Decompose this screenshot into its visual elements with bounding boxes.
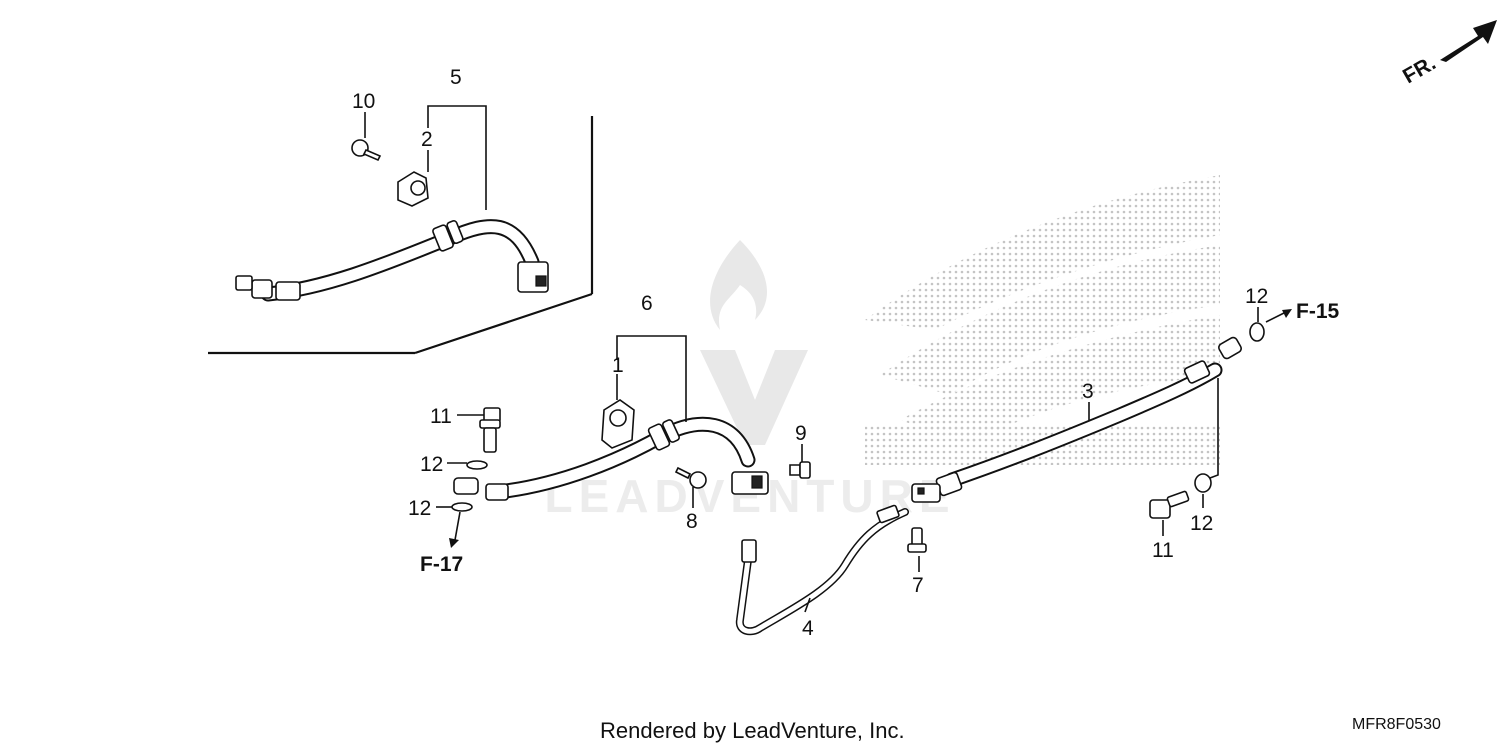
render-credit: Rendered by LeadVenture, Inc. bbox=[600, 718, 905, 743]
label-part-12-right-bottom: 12 bbox=[1190, 512, 1213, 535]
inset-frame bbox=[208, 116, 594, 355]
banjo-bolt-11-left[interactable] bbox=[479, 407, 501, 453]
label-part-12-right-top: 12 bbox=[1245, 285, 1268, 308]
label-part-4: 4 bbox=[802, 617, 814, 640]
diagram-code: MFR8F0530 bbox=[1352, 716, 1441, 733]
washer-12-upper-left[interactable] bbox=[466, 460, 488, 470]
label-part-12-upper-left: 12 bbox=[420, 453, 443, 476]
washer-12-lower-left[interactable] bbox=[451, 502, 473, 512]
wing-logo-watermark bbox=[865, 175, 1220, 465]
bolt-10[interactable] bbox=[351, 139, 382, 162]
label-part-5: 5 bbox=[450, 66, 462, 89]
label-part-11-right: 11 bbox=[1152, 539, 1174, 562]
clamp-1[interactable] bbox=[601, 399, 635, 449]
label-part-2: 2 bbox=[421, 128, 433, 151]
washer-12-right-bottom[interactable] bbox=[1194, 473, 1212, 493]
ref-f15[interactable]: F-15 bbox=[1296, 300, 1340, 323]
washer-12-right-top[interactable] bbox=[1249, 322, 1265, 342]
front-direction-indicator: FR. bbox=[1399, 20, 1497, 88]
leader-lines bbox=[364, 105, 1292, 613]
label-part-8: 8 bbox=[686, 510, 698, 533]
label-part-3: 3 bbox=[1082, 380, 1094, 403]
label-part-7: 7 bbox=[912, 574, 924, 597]
banjo-fitting-left[interactable] bbox=[453, 477, 479, 495]
label-part-6: 6 bbox=[641, 292, 653, 315]
label-part-12-lower-left: 12 bbox=[408, 497, 431, 520]
bolt-7[interactable] bbox=[907, 527, 927, 553]
ref-f17[interactable]: F-17 bbox=[420, 553, 463, 576]
banjo-bolt-11-right[interactable] bbox=[1149, 490, 1190, 519]
hose-assembly-5[interactable] bbox=[235, 219, 549, 302]
fr-label: FR. bbox=[1399, 51, 1440, 88]
label-part-11-left: 11 bbox=[430, 405, 452, 428]
clamp-2[interactable] bbox=[397, 171, 429, 207]
bolt-9[interactable] bbox=[789, 461, 811, 479]
label-part-10: 10 bbox=[352, 90, 375, 113]
front-arrow-icon bbox=[1440, 20, 1497, 62]
hose-assembly-6[interactable] bbox=[485, 416, 769, 501]
hose-3[interactable] bbox=[911, 336, 1243, 503]
pipe-4[interactable] bbox=[735, 504, 909, 636]
bolt-8[interactable] bbox=[674, 466, 707, 489]
label-part-1: 1 bbox=[612, 354, 624, 377]
label-part-9: 9 bbox=[795, 422, 807, 445]
